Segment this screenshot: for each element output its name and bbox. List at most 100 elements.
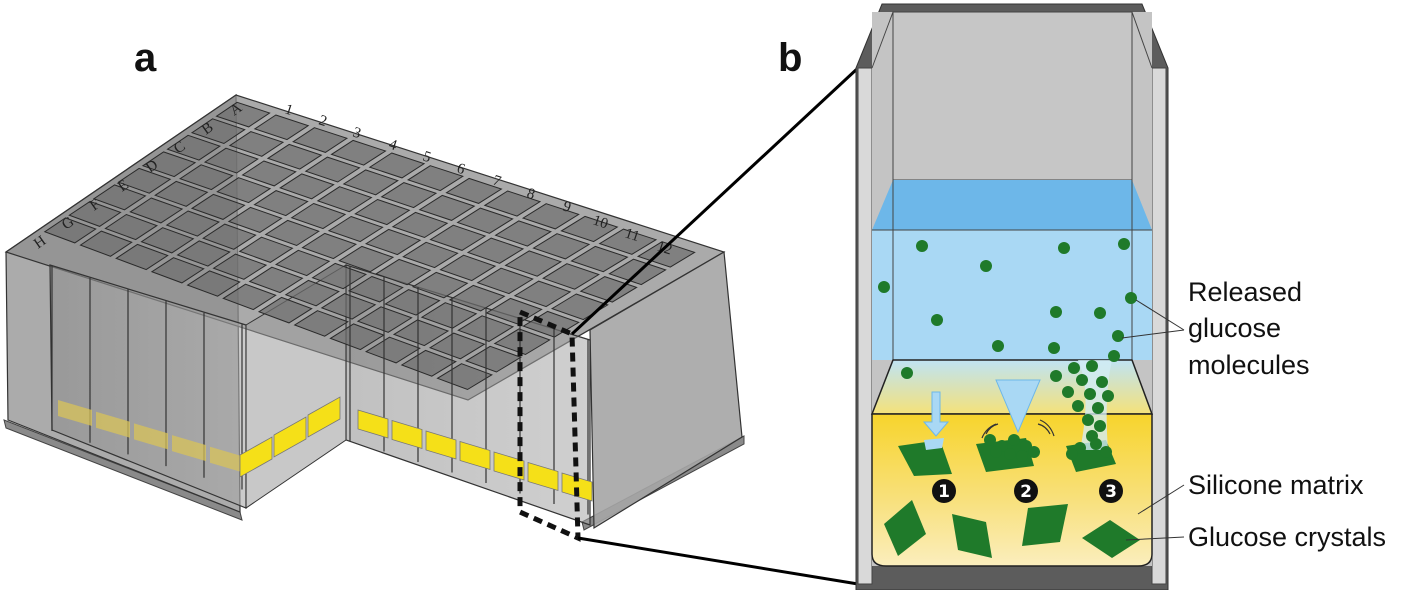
well: [290, 202, 347, 230]
well: [368, 152, 426, 179]
well: [436, 363, 493, 391]
well: [342, 169, 399, 196]
well: [79, 230, 133, 257]
silicone-strip: [307, 396, 341, 438]
glucose-molecule: [1066, 448, 1078, 460]
medium-body: [872, 230, 1152, 360]
glucose-molecule: [1094, 307, 1106, 319]
well: [216, 177, 272, 204]
silicone-strip: [210, 446, 244, 473]
well: [293, 310, 349, 337]
well: [274, 249, 331, 277]
label-glucose-crystals: Glucose crystals: [1188, 522, 1386, 552]
glucose-molecule: [1058, 242, 1070, 254]
well: [304, 156, 361, 183]
well: [330, 139, 387, 166]
silicone-strip: [239, 436, 273, 478]
glucose-molecule: [1092, 402, 1104, 414]
glucose-molecule: [1096, 376, 1108, 388]
well: [202, 223, 257, 250]
glucose-molecule: [1082, 414, 1094, 426]
plate-right-wall: [589, 251, 743, 530]
label-released-line1: Released: [1188, 277, 1302, 307]
well: [279, 173, 335, 200]
leader-line: [1125, 536, 1185, 541]
glucose-molecule: [1118, 238, 1130, 250]
well: [542, 263, 600, 290]
glucose-molecule: [1102, 390, 1114, 402]
glucose-molecule: [980, 260, 992, 272]
step-badges: 1 2 3: [932, 479, 1123, 503]
silicone-strip: [561, 472, 593, 502]
panel-b-label: b: [778, 36, 802, 80]
glucose-molecule: [931, 314, 943, 326]
well-cross-section: 1 2 3: [855, 3, 1169, 590]
glucose-molecule: [1112, 330, 1124, 342]
panel-a-label: a: [134, 36, 157, 80]
glucose-molecule: [1004, 448, 1016, 460]
well: [493, 328, 551, 356]
well: [228, 131, 285, 157]
glucose-molecule: [916, 240, 928, 252]
well: [316, 186, 373, 213]
well: [227, 206, 283, 233]
silicone-strip: [134, 423, 168, 450]
silicone-strip: [493, 451, 525, 481]
column-label: 10: [591, 213, 610, 233]
well: [311, 262, 368, 290]
water-inflow-arrow-large: [995, 379, 1041, 434]
well: [494, 220, 552, 247]
well-plate: A B C D E F G H 1 2 3 4 5 6 7 8 9 10 11 …: [3, 93, 745, 542]
leader-lines: [1121, 299, 1185, 541]
motion-lines-left: [981, 423, 999, 439]
glucose-molecule: [1084, 388, 1096, 400]
well: [222, 283, 277, 311]
glucose-molecule: [1090, 438, 1102, 450]
well: [384, 289, 441, 316]
well-left-face: [857, 67, 873, 585]
glucose-molecule: [1016, 450, 1028, 462]
silicone-strip: [527, 461, 559, 492]
well: [104, 213, 159, 241]
label-released-line3: molecules: [1188, 350, 1310, 380]
well: [598, 228, 658, 255]
well: [329, 323, 385, 351]
well: [165, 210, 221, 237]
well: [445, 177, 503, 204]
well: [241, 160, 297, 187]
well: [150, 257, 205, 284]
glucose-molecule: [1086, 360, 1098, 372]
well: [327, 215, 384, 243]
glucose-crystals: [884, 438, 1140, 558]
well: [338, 245, 395, 273]
leader-line: [1135, 299, 1185, 331]
glucose-molecule: [1062, 386, 1074, 398]
well: [521, 203, 580, 230]
step-badge: [1099, 479, 1123, 503]
step-number: 1: [938, 482, 950, 502]
well: [400, 349, 457, 377]
glucose-molecule: [1028, 446, 1040, 458]
silicone-strips: [58, 396, 593, 502]
well: [320, 293, 377, 320]
well: [68, 200, 122, 227]
well: [513, 280, 572, 308]
label-silicone-matrix: Silicone matrix: [1188, 470, 1364, 500]
silicone-strip: [273, 416, 307, 458]
water-pocket: [924, 438, 944, 450]
well: [466, 237, 525, 264]
step-number: 3: [1105, 482, 1117, 502]
medium-surface: [872, 180, 1152, 230]
glucose-molecule: [1072, 400, 1084, 412]
glucose-molecule: [1125, 292, 1137, 304]
glucose-crystal: [884, 500, 926, 556]
well: [248, 266, 304, 294]
step2-dissolution: [981, 379, 1055, 439]
silicone-strip: [58, 400, 92, 426]
well: [178, 164, 234, 191]
well: [129, 197, 184, 224]
well: [176, 240, 231, 267]
glucose-crystal: [1082, 520, 1140, 558]
well: [141, 151, 197, 178]
